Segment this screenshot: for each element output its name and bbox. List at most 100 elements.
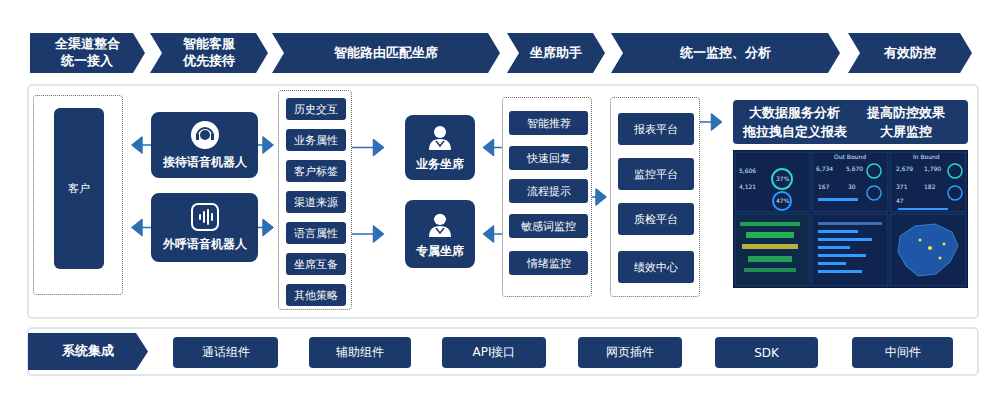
role-box: 业务坐席 [405, 115, 475, 180]
box-label: 外呼语音机器人 [163, 236, 247, 253]
step-banner: 有效防控 [848, 33, 972, 73]
role-box: 专属坐席 [405, 200, 475, 268]
step-title: 坐席助手 [530, 45, 582, 62]
step-banner: 智能路由匹配坐席 [272, 33, 500, 73]
component-box: 中间件 [852, 337, 953, 368]
component-box: 网页插件 [578, 337, 682, 368]
process-box: 其他策略 [286, 284, 346, 306]
dashboard-figure: 2,679 [896, 166, 913, 172]
process-box: 敏感词监控 [509, 214, 588, 238]
flow-arrow [132, 137, 151, 153]
role-box: 外呼语音机器人 [151, 193, 258, 262]
box-label: 敏感词监控 [521, 219, 576, 234]
flow-arrow [700, 114, 722, 130]
step-title: 全渠道整合 统一接入 [51, 36, 124, 70]
box-label: 网页插件 [606, 344, 654, 361]
process-box: 渠道来源 [286, 191, 346, 213]
process-box: 情绪监控 [509, 251, 588, 275]
box-label: 报表平台 [634, 122, 678, 137]
role-box: 接待语音机器人 [151, 112, 258, 178]
box-label: API接口 [473, 344, 516, 361]
dashboard-figure: Out Bound [834, 154, 866, 160]
flow-arrow [352, 140, 384, 156]
process-box: 业务属性 [286, 129, 346, 151]
flow-arrow [258, 220, 273, 236]
process-box: 客户标签 [286, 160, 346, 182]
dashboard-figure: In Bound [913, 154, 940, 160]
component-box: API接口 [442, 337, 546, 368]
flow-arrow [352, 226, 384, 242]
step-title: 有效防控 [884, 45, 936, 62]
step-banner: 智能客服 优先接待 [150, 33, 268, 73]
headset-icon [190, 120, 220, 150]
box-label: 提高防控效果 [867, 104, 945, 122]
process-box: 语言属性 [286, 222, 346, 244]
component-box: SDK [715, 337, 818, 368]
dashboard-figure: 5,670 [846, 166, 863, 172]
box-label: 绩效中心 [634, 260, 678, 275]
flow-arrow [484, 226, 503, 242]
step-title: 智能客服 优先接待 [179, 36, 239, 70]
process-box: 快速回复 [509, 146, 588, 170]
process-box: 智能推荐 [509, 111, 588, 135]
box-label: 中间件 [885, 344, 921, 361]
dashboard-figure: 1,790 [924, 166, 941, 172]
dashboard-figure: 4,121 [739, 184, 756, 190]
dashboard-figure: 371 [896, 184, 907, 190]
process-box: 流程提示 [509, 179, 588, 203]
dashboard-figure: 47% [776, 198, 789, 204]
step-banner: 系统集成 [28, 333, 148, 370]
box-label: 客户 [68, 181, 90, 196]
box-label: 监控平台 [634, 167, 678, 182]
box-label: 智能推荐 [527, 116, 571, 131]
dashboard-figure: 37% [776, 176, 789, 182]
mic-icon [190, 202, 220, 232]
step-banner: 统一监控、分析 [611, 33, 840, 73]
box-label: 快速回复 [527, 151, 571, 166]
step-title: 统一监控、分析 [680, 45, 771, 62]
process-box: 监控平台 [618, 158, 694, 190]
person-icon [425, 122, 455, 152]
box-label: 客户标签 [294, 164, 338, 179]
step-banner: 坐席助手 [507, 33, 605, 73]
box-label: 业务坐席 [416, 156, 464, 173]
box-label: SDK [754, 346, 779, 360]
box-label: 接待语音机器人 [163, 154, 247, 171]
box-label: 质检平台 [634, 212, 678, 227]
box-label: 大屏监控 [880, 123, 932, 141]
step-title: 系统集成 [62, 343, 114, 360]
box-label: 辅助组件 [336, 344, 384, 361]
box-label: 专属坐席 [416, 243, 464, 260]
process-box: 质检平台 [618, 203, 694, 235]
flow-arrow [258, 137, 273, 153]
group-box: 历史交互业务属性客户标签渠道来源语言属性坐席互备其他策略 [278, 90, 352, 310]
process-box: 客户 [54, 108, 104, 269]
dashboard-image [733, 150, 968, 288]
step-title: 智能路由匹配坐席 [334, 45, 438, 62]
agent-icon [425, 209, 455, 239]
step-banner: 全渠道整合 统一接入 [30, 33, 145, 73]
group-box: 智能推荐快速回复流程提示敏感词监控情绪监控 [502, 97, 592, 297]
component-box: 通话组件 [173, 337, 278, 368]
group-box: 客户 [33, 95, 123, 295]
group-box: 报表平台监控平台质检平台绩效中心 [610, 97, 700, 297]
integration-band [28, 328, 978, 375]
process-box: 坐席互备 [286, 253, 346, 275]
main-panel [28, 85, 978, 318]
box-label: 情绪监控 [527, 256, 571, 271]
feature-panel: 大数据服务分析 提高防控效果拖拉拽自定义报表 大屏监控 [733, 100, 968, 144]
box-label: 业务属性 [294, 133, 338, 148]
box-label: 其他策略 [294, 288, 338, 303]
box-label: 坐席互备 [294, 257, 338, 272]
process-box: 绩效中心 [618, 251, 694, 283]
flow-arrow [592, 189, 606, 205]
process-box: 报表平台 [618, 113, 694, 145]
box-label: 大数据服务分析 [749, 104, 840, 122]
box-label: 语言属性 [294, 226, 338, 241]
dashboard-figure: 6,734 [816, 166, 833, 172]
process-box: 历史交互 [286, 98, 346, 120]
box-label: 渠道来源 [294, 195, 338, 210]
box-label: 拖拉拽自定义报表 [743, 123, 847, 141]
box-label: 流程提示 [527, 184, 571, 199]
box-label: 历史交互 [294, 102, 338, 117]
